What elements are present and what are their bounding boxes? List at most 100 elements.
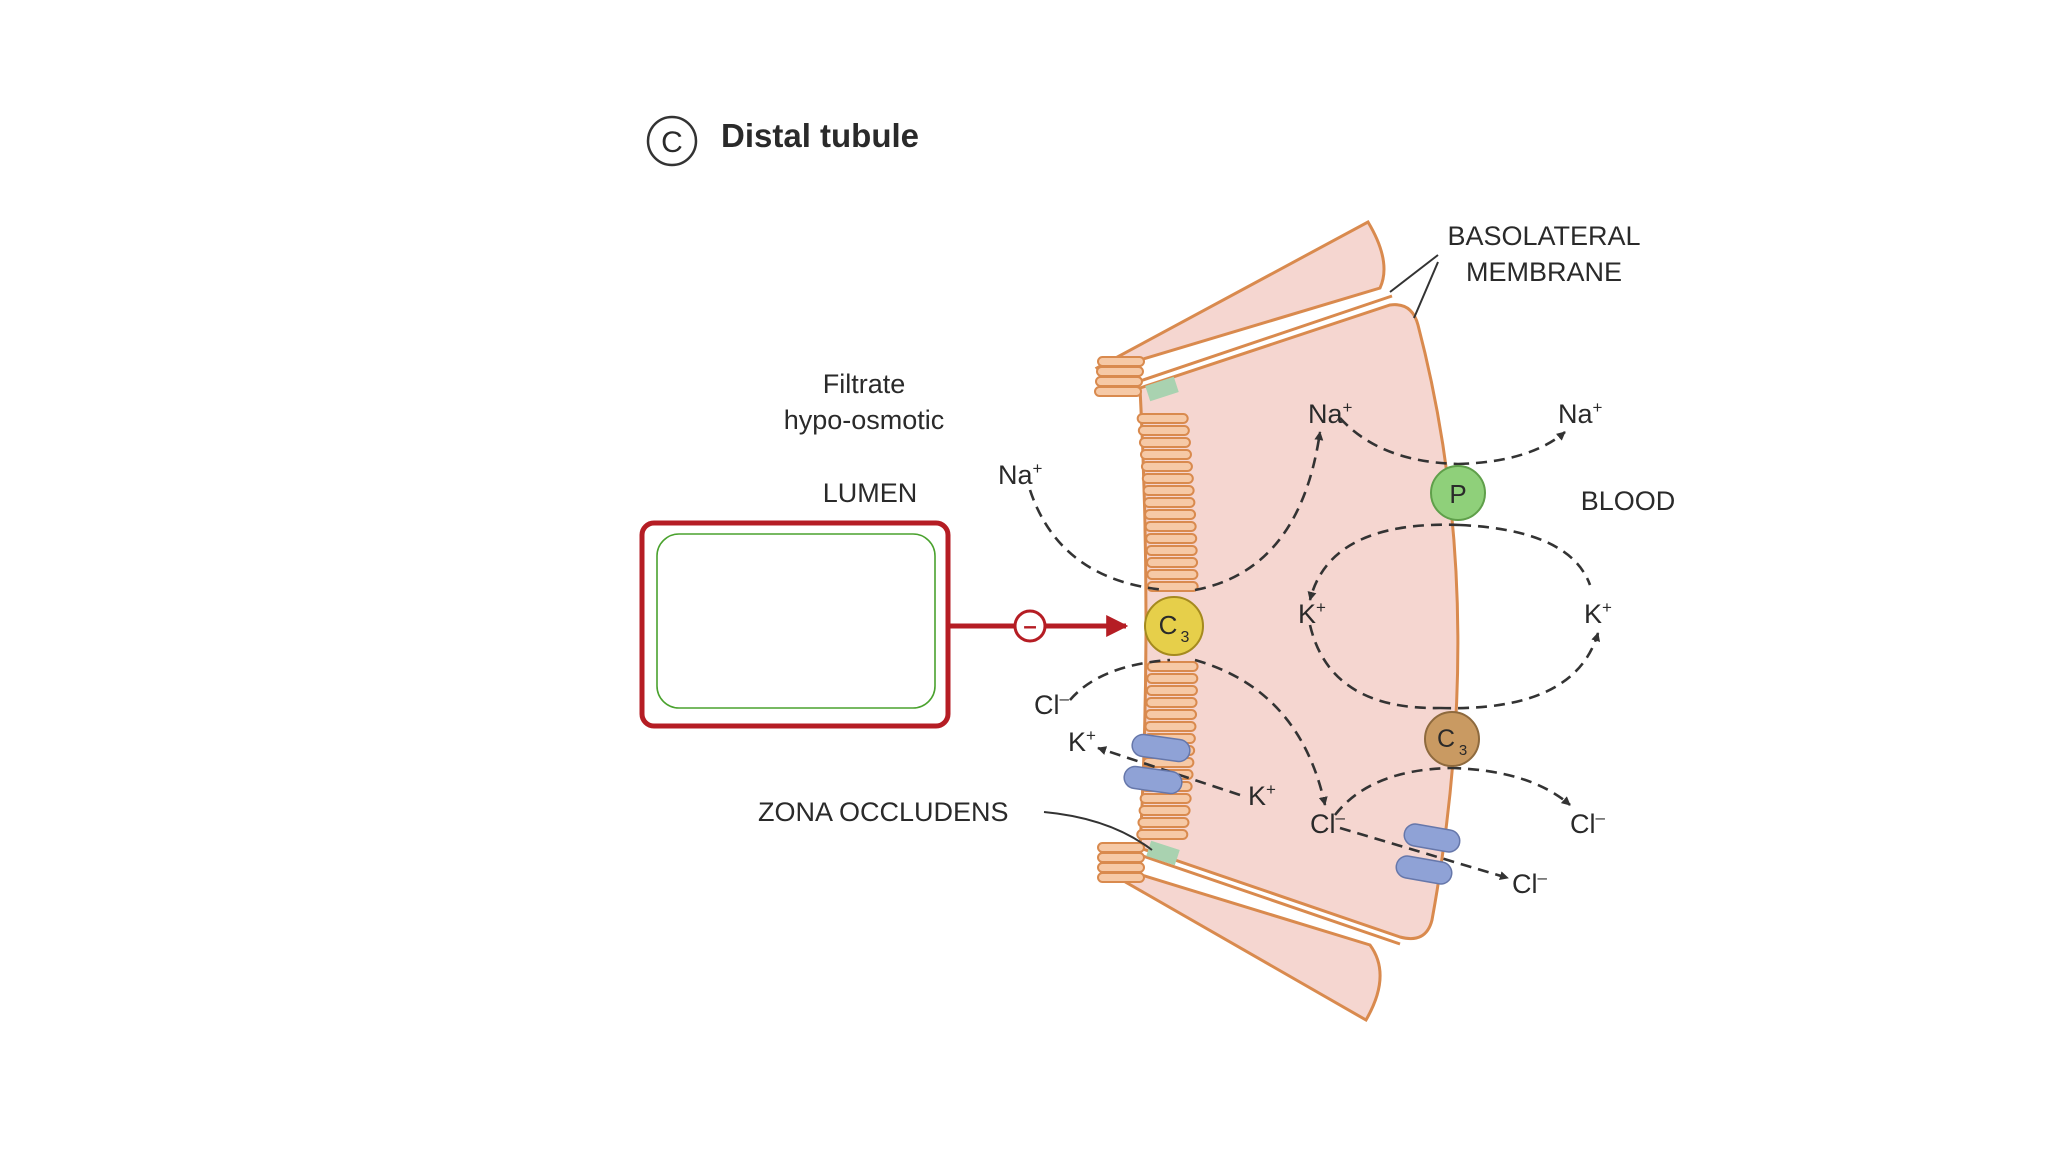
microvillus: [1142, 485, 1195, 496]
microvillus: [1097, 862, 1145, 873]
basolateral-cotransporter: C 3: [1424, 711, 1480, 767]
flow-na-cell-to-pump: [1339, 417, 1459, 466]
inhibitor-drug-box: [639, 520, 951, 729]
inhibitor-inner-placeholder: [656, 533, 936, 709]
microvillus: [1097, 852, 1145, 863]
panel-letter: C: [661, 126, 683, 159]
blood-label: BLOOD: [1581, 486, 1676, 516]
cl-channel-subunit-top: [1403, 823, 1461, 853]
potassium-channel: [1123, 733, 1191, 795]
microvillus: [1136, 413, 1189, 424]
microvillus: [1141, 473, 1194, 484]
microvillus: [1139, 449, 1192, 460]
ion-k-lumen: K+: [1068, 726, 1096, 757]
microvillus: [1146, 557, 1199, 568]
lower-neighbour-cell: [1105, 864, 1382, 1023]
basolateral-label-line2: MEMBRANE: [1466, 257, 1622, 287]
lower-intercellular-space: [1139, 853, 1401, 946]
microvillus: [1145, 697, 1198, 708]
flow-k-cell-bottom: [1308, 624, 1441, 710]
flow-cl-channel-to-blood: [1339, 826, 1509, 881]
apical-cotransporter-subscript: 3: [1181, 629, 1190, 646]
flow-cl-cell-to-cotransporter: [1333, 766, 1451, 816]
basolateral-cotransporter-letter: C: [1437, 725, 1455, 753]
microvillus: [1095, 376, 1143, 387]
cl-channel-subunit-bottom: [1395, 855, 1453, 885]
microvillus: [1097, 872, 1145, 883]
tight-junction-upper: [1145, 376, 1179, 402]
upper-intercellular-space: [1139, 294, 1393, 383]
basolateral-cotransporter-subscript: 3: [1459, 742, 1467, 759]
basolateral-cotransporter-circle: [1424, 711, 1480, 767]
basolateral-label-line1: BASOLATERAL: [1447, 221, 1640, 251]
chloride-channel: [1395, 823, 1461, 885]
ion-cl-cell: Cl–: [1310, 808, 1346, 839]
basolateral-membrane-label: BASOLATERAL MEMBRANE: [1389, 221, 1641, 319]
microvillus: [1144, 509, 1197, 520]
microvillus: [1094, 386, 1142, 397]
flow-na-to-cell: [1194, 431, 1324, 592]
ion-k-channel: K+: [1248, 780, 1276, 811]
panel-title: C Distal tubule: [646, 115, 919, 167]
microvillus: [1146, 661, 1199, 672]
flow-k-to-blood: [1439, 632, 1601, 710]
inhibition-sign: –: [1023, 613, 1036, 640]
flow-k-from-blood-top: [1459, 523, 1592, 586]
microvillus: [1139, 793, 1192, 804]
tight-junction-lower: [1146, 840, 1180, 866]
flow-cl-to-cell: [1194, 658, 1328, 806]
microvillus: [1138, 437, 1191, 448]
microvillus: [1138, 805, 1191, 816]
ion-cl-lumen: Cl–: [1034, 689, 1070, 720]
microvillus: [1145, 545, 1198, 556]
microvillus: [1145, 685, 1198, 696]
flow-cl-lumen-to-symporter: [1069, 658, 1171, 701]
zona-occludens-text: ZONA OCCLUDENS: [758, 797, 1009, 827]
ion-na-blood: Na+: [1558, 398, 1603, 429]
microvillus: [1146, 673, 1199, 684]
ion-labels: Na+ Na+ Na+ K+ K+ K+ K+ Cl– Cl– Cl– Cl–: [998, 398, 1612, 899]
sodium-potassium-pump: P: [1430, 465, 1486, 521]
microvillus: [1140, 461, 1193, 472]
microvillus: [1144, 521, 1197, 532]
microvillus: [1146, 581, 1199, 592]
basolateral-leader-2: [1413, 261, 1439, 319]
zona-occludens-leader: [1043, 811, 1153, 851]
filtrate-label-line1: Filtrate: [823, 369, 906, 399]
microvillus: [1097, 842, 1145, 853]
panel-letter-circle: [646, 115, 698, 167]
k-channel-subunit-bottom: [1123, 765, 1183, 795]
inhibition-arrow: –: [948, 609, 1129, 643]
apical-cotransporter-circle: [1144, 596, 1204, 656]
ion-cl-blood-upper: Cl–: [1570, 808, 1606, 839]
microvillus: [1136, 829, 1189, 840]
lumen-label: LUMEN: [823, 478, 918, 508]
pump-letter: P: [1449, 479, 1466, 509]
apical-cotransporter: C 3: [1144, 596, 1204, 656]
microvillus: [1137, 817, 1190, 828]
microvillus: [1146, 569, 1199, 580]
microvillus: [1145, 533, 1198, 544]
microvillus: [1145, 709, 1198, 720]
filtrate-label-line2: hypo-osmotic: [784, 405, 945, 435]
ion-k-blood: K+: [1584, 598, 1612, 629]
flow-k-into-cell: [1307, 523, 1461, 601]
microvillus: [1144, 721, 1197, 732]
pump-circle: [1430, 465, 1486, 521]
apical-cotransporter-letter: C: [1159, 610, 1178, 640]
flow-na-lumen-to-symporter: [1028, 489, 1166, 592]
microvillus: [1097, 356, 1145, 367]
ion-na-lumen: Na+: [998, 459, 1043, 490]
microvillus: [1143, 497, 1196, 508]
upper-neighbour-cell: [1094, 220, 1386, 374]
microvillus: [1096, 366, 1144, 377]
ion-na-cell: Na+: [1308, 398, 1353, 429]
microvillus: [1137, 425, 1190, 436]
ion-k-cell: K+: [1298, 598, 1326, 629]
basolateral-leader-1: [1389, 254, 1439, 293]
ion-cl-blood-lower: Cl–: [1512, 868, 1548, 899]
k-channel-subunit-top: [1131, 733, 1191, 763]
zona-occludens-label: ZONA OCCLUDENS: [758, 797, 1153, 851]
